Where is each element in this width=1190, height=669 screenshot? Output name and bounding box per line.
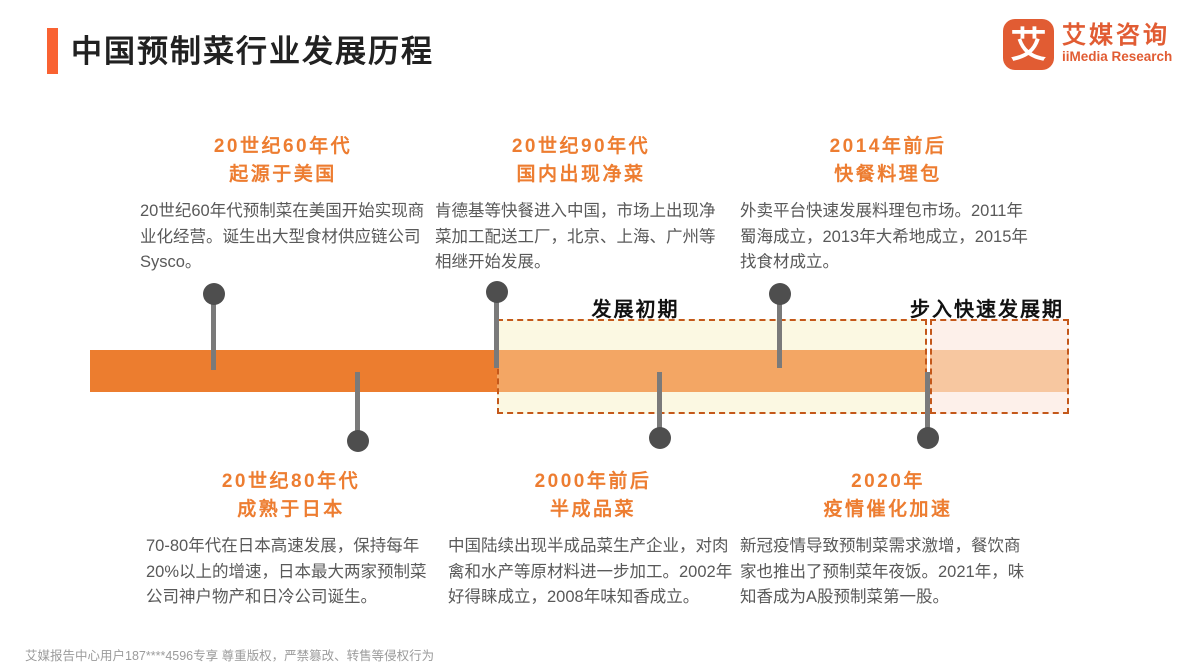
- timeline-bar-segment-rapid-phase: [930, 350, 1069, 392]
- milestone-title-line2: 起源于美国: [229, 164, 337, 185]
- milestone-body: 肯德基等快餐进入中国，市场上出现净菜加工配送工厂，北京、上海、广州等相继开始发展…: [435, 202, 716, 271]
- milestone-title-line2: 半成品菜: [549, 499, 636, 520]
- milestone-1960s: 20世纪60年代 起源于美国 20世纪60年代预制菜在美国开始实现商业化经营。诞…: [140, 133, 426, 276]
- connector-stem-1990s: [494, 292, 499, 368]
- milestone-title: 20世纪90年代 国内出现净菜: [435, 133, 727, 189]
- phase2-dashed-border: [930, 319, 1069, 414]
- milestone-title-line1: 20世纪80年代: [221, 471, 361, 492]
- timeline-dot-2020: [917, 427, 939, 449]
- timeline-bar-segment-early: [90, 350, 497, 392]
- milestone-1980s: 20世纪80年代 成熟于日本 70-80年代在日本高速发展，保持每年20%以上的…: [146, 468, 436, 611]
- timeline-dot-1960s: [203, 283, 225, 305]
- logo-name-en: iiMedia Research: [1062, 49, 1173, 64]
- timeline-dot-2014: [769, 283, 791, 305]
- iimedia-logo: 艾 艾媒咨询 iiMedia Research: [1003, 19, 1172, 70]
- milestone-title-line1: 2020年: [851, 471, 925, 492]
- milestone-2014: 2014年前后 快餐料理包 外卖平台快速发展料理包市场。2011年蜀海成立，20…: [740, 133, 1036, 276]
- connector-stem-1980s: [355, 372, 360, 441]
- milestone-body: 中国陆续出现半成品菜生产企业，对肉禽和水产等原材料进一步加工。2002年好得睐成…: [448, 537, 733, 606]
- milestone-2020: 2020年 疫情催化加速 新冠疫情导致预制菜需求激增，餐饮商家也推出了预制菜年夜…: [740, 468, 1036, 611]
- title-accent-bar: [47, 28, 58, 74]
- milestone-title: 20世纪60年代 起源于美国: [140, 133, 426, 189]
- timeline-bar-segment-initial-phase: [497, 350, 927, 392]
- connector-stem-1960s: [211, 294, 216, 370]
- logo-name-cn: 艾媒咨询: [1062, 22, 1170, 49]
- milestone-body: 新冠疫情导致预制菜需求激增，餐饮商家也推出了预制菜年夜饭。2021年，味知香成为…: [740, 537, 1025, 606]
- copyright-watermark: 艾媒报告中心用户187****4596专享 尊重版权，严禁篡改、转售等侵权行为: [25, 649, 435, 663]
- milestone-body: 70-80年代在日本高速发展，保持每年20%以上的增速，日本最大两家预制菜公司神…: [146, 537, 427, 606]
- milestone-title: 2000年前后 半成品菜: [448, 468, 738, 524]
- milestone-1990s: 20世纪90年代 国内出现净菜 肯德基等快餐进入中国，市场上出现净菜加工配送工厂…: [435, 133, 727, 276]
- milestone-title: 20世纪80年代 成熟于日本: [146, 468, 436, 524]
- milestone-body: 外卖平台快速发展料理包市场。2011年蜀海成立，2013年大希地成立，2015年…: [740, 202, 1028, 271]
- phase1-dashed-border: [497, 319, 927, 414]
- timeline-dot-1980s: [347, 430, 369, 452]
- milestone-title-line1: 20世纪60年代: [213, 136, 353, 157]
- milestone-title-line2: 快餐料理包: [834, 164, 942, 185]
- phase2-label: 步入快速发展期: [910, 299, 1064, 321]
- milestone-title-line1: 2000年前后: [534, 471, 652, 492]
- iimedia-logo-icon: 艾: [1003, 19, 1054, 70]
- timeline-dot-2000: [649, 427, 671, 449]
- phase1-label: 发展初期: [591, 299, 680, 321]
- connector-stem-2014: [777, 294, 782, 368]
- milestone-title-line2: 疫情催化加速: [823, 499, 953, 520]
- milestone-title-line2: 成熟于日本: [237, 499, 345, 520]
- timeline-dot-1990s: [486, 281, 508, 303]
- page-title: 中国预制菜行业发展历程: [71, 34, 434, 69]
- milestone-2000: 2000年前后 半成品菜 中国陆续出现半成品菜生产企业，对肉禽和水产等原材料进一…: [448, 468, 738, 611]
- milestone-title-line1: 20世纪90年代: [511, 136, 651, 157]
- milestone-body: 20世纪60年代预制菜在美国开始实现商业化经营。诞生出大型食材供应链公司Sysc…: [140, 202, 425, 271]
- connector-stem-2020: [925, 372, 930, 438]
- milestone-title-line1: 2014年前后: [829, 136, 947, 157]
- milestone-title: 2020年 疫情催化加速: [740, 468, 1036, 524]
- milestone-title-line2: 国内出现净菜: [516, 164, 646, 185]
- milestone-title: 2014年前后 快餐料理包: [740, 133, 1036, 189]
- logo-text-block: 艾媒咨询 iiMedia Research: [1062, 19, 1173, 65]
- connector-stem-2000: [657, 372, 662, 438]
